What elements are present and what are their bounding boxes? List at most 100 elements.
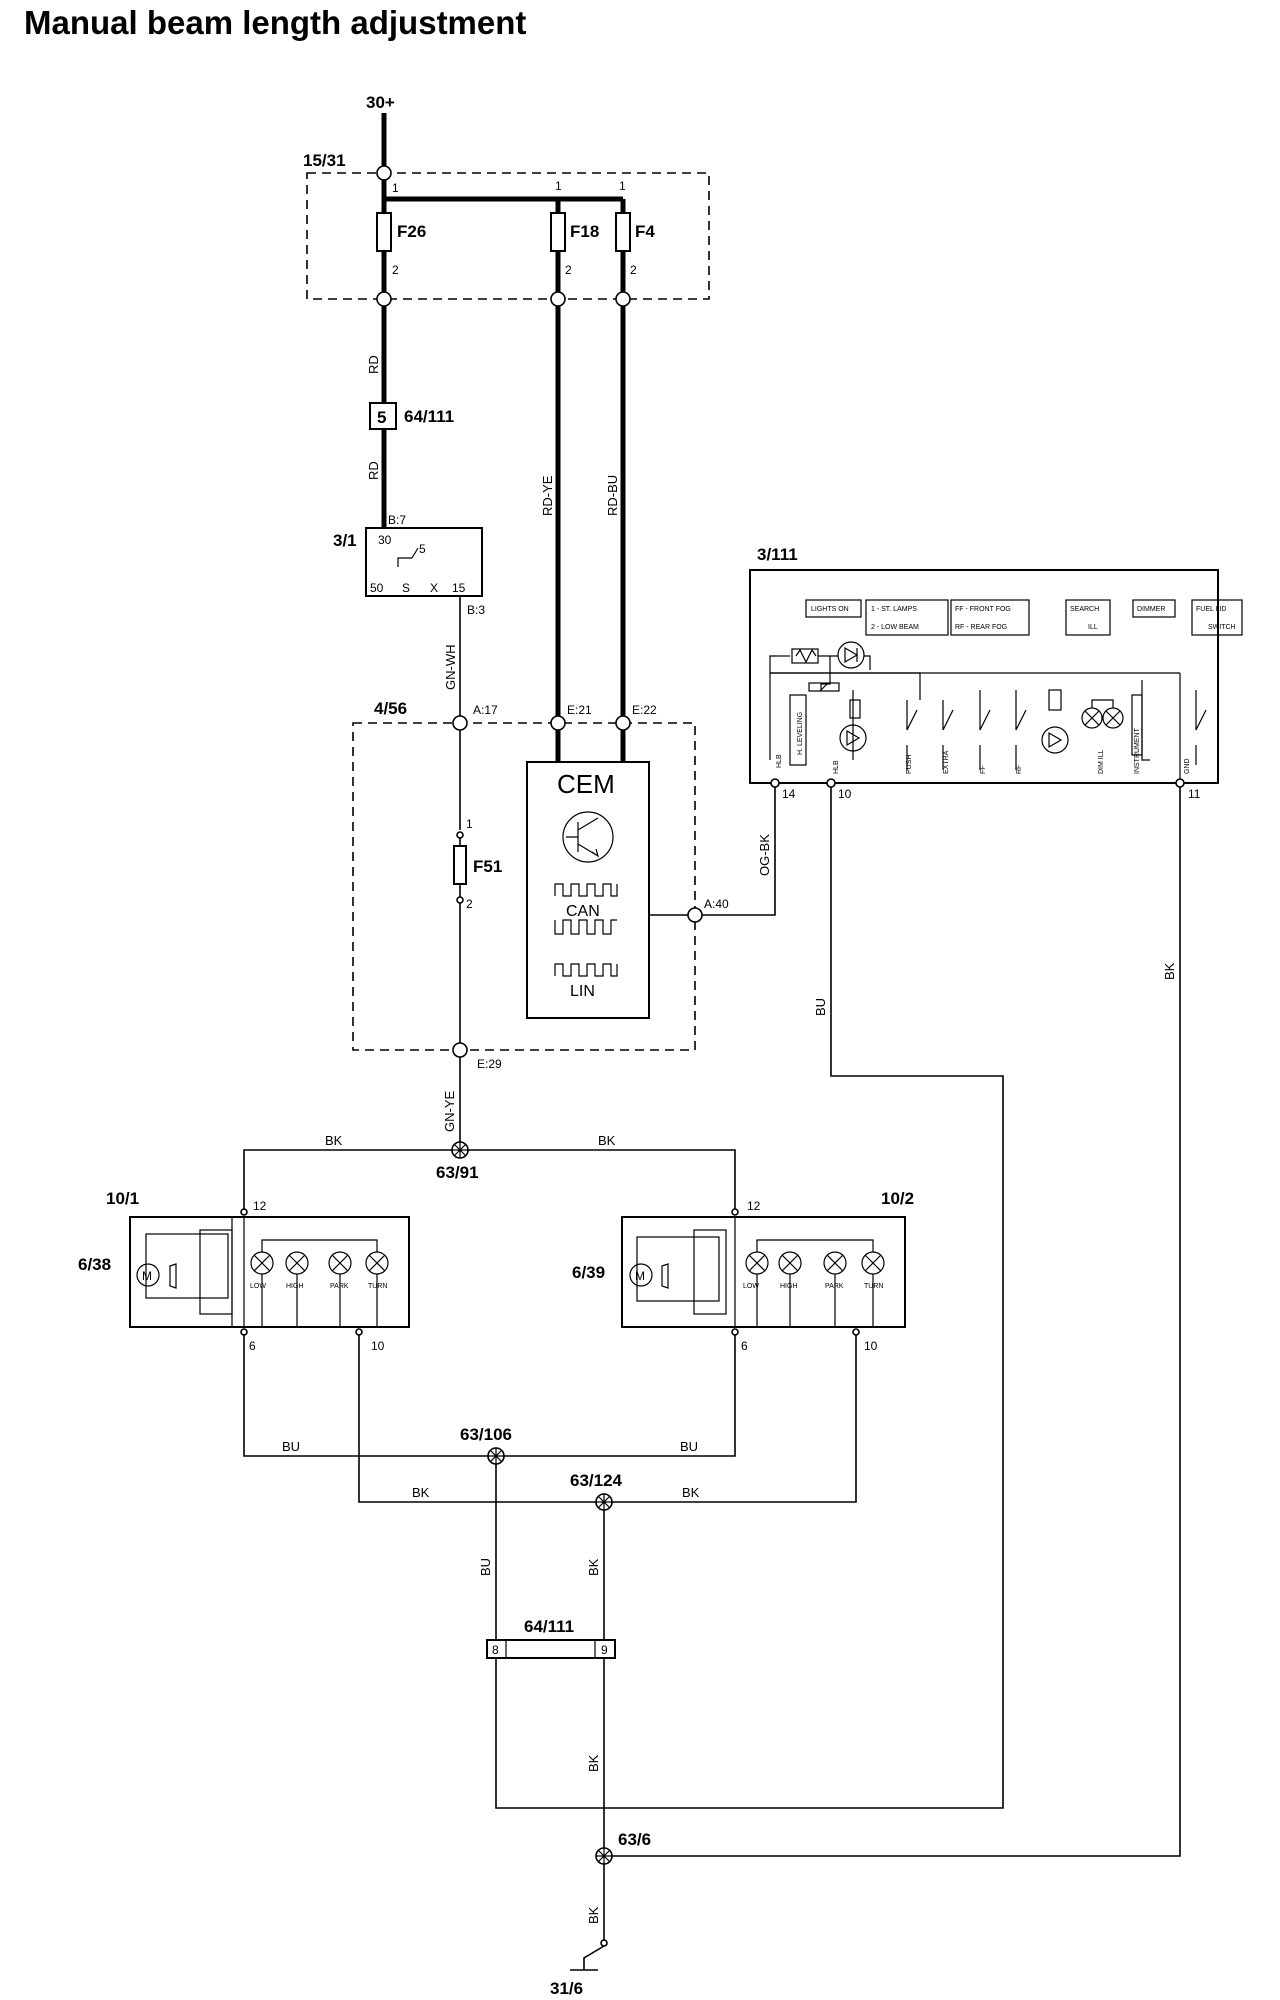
splice-63-91-label: 63/91 xyxy=(436,1163,479,1182)
splice-63-124-label: 63/124 xyxy=(570,1471,623,1490)
cem-node-e21 xyxy=(550,715,566,731)
pin-label: 9 xyxy=(601,1643,608,1657)
hl-left-pin10 xyxy=(355,1328,363,1336)
wire-label-rd-bu: RD-BU xyxy=(605,475,620,516)
cem-lin-label: LIN xyxy=(570,983,595,1000)
fusebox-input-node xyxy=(376,165,392,181)
fusebox-label: 15/31 xyxy=(303,151,346,170)
wire-label-rd-1: RD xyxy=(366,355,381,374)
connector-pin-label: 5 xyxy=(377,408,386,427)
pin-label: 14 xyxy=(782,787,796,801)
sw-modes-box xyxy=(865,599,949,636)
wire-label-rd-2: RD xyxy=(366,461,381,480)
splice-63-6-label: 63/6 xyxy=(618,1830,651,1849)
sw-pin-text: HLB xyxy=(776,754,783,768)
hl-right-lamps xyxy=(745,1239,885,1327)
sw-pin-text: DIM ILL xyxy=(1098,749,1105,774)
sw-lamp-icon xyxy=(839,724,867,752)
pin-label: A:40 xyxy=(704,897,729,911)
cem-node-e29 xyxy=(452,1042,468,1058)
motor-right-m: M xyxy=(635,1269,645,1283)
wire-label-gn-wh: GN-WH xyxy=(443,645,458,691)
cem-module-boundary xyxy=(352,722,696,1051)
pin-label: 11 xyxy=(1188,787,1201,801)
wire-label-bk-to-ground: BK xyxy=(586,1754,601,1772)
fusebox-boundary xyxy=(306,172,710,300)
hl-right-lamp-turn: TURN xyxy=(864,1283,883,1290)
fuse-f51-label: F51 xyxy=(473,857,502,876)
hl-left-lamps xyxy=(250,1239,389,1327)
sw-fuel-text: FUEL LID xyxy=(1196,606,1226,613)
pin-label: 8 xyxy=(492,1643,499,1657)
sw-fuel-box xyxy=(1191,599,1243,636)
hl-left-lamp-low: LOW xyxy=(250,1283,266,1290)
fuse-f51-symbol xyxy=(453,845,467,885)
sw-contacts xyxy=(906,690,1027,770)
cem-can-waveform-top xyxy=(554,883,618,897)
pin-label: 10 xyxy=(864,1339,878,1353)
headlamp-left-label: 10/1 xyxy=(106,1189,139,1208)
cem-can-waveform-bottom xyxy=(554,919,617,935)
hl-right-pin10 xyxy=(852,1328,860,1336)
pin-label: 6 xyxy=(249,1339,256,1353)
hl-left-pin6 xyxy=(240,1328,248,1336)
wire-label-bk-switch: BK xyxy=(1162,962,1177,980)
fuse-f18-symbol xyxy=(550,212,566,252)
cem-lin-waveform xyxy=(554,963,618,977)
hl-left-lamp-high: HIGH xyxy=(286,1283,304,1290)
fuse-f51-pin1 xyxy=(456,831,464,839)
connector-bottom-box xyxy=(486,1639,616,1659)
pin-label: 50 xyxy=(370,581,384,595)
sw-switch-text: SWITCH xyxy=(1208,624,1236,631)
cem-transistor-icon xyxy=(562,811,614,863)
sw-leveling-pot xyxy=(808,682,840,692)
pin-label: B:3 xyxy=(467,603,485,617)
fusebox-out-node-f26 xyxy=(376,291,392,307)
cem-label: CEM xyxy=(557,769,615,799)
hl-right-pin12 xyxy=(731,1208,739,1216)
ignition-contact-symbol xyxy=(397,557,412,567)
pin-label: 1 xyxy=(392,181,399,195)
power-label-30plus: 30+ xyxy=(366,93,395,112)
wire-label-bu-left: BU xyxy=(282,1439,300,1454)
sw-dimmer-box xyxy=(1132,599,1176,618)
splice-63-124-symbol xyxy=(595,1493,613,1511)
sw-inner-wire xyxy=(769,655,775,760)
connector-top-label: 64/111 xyxy=(404,407,454,426)
pin-label: 2 xyxy=(392,263,399,277)
pin-label: S xyxy=(402,581,410,595)
hl-right-lamp-high: HIGH xyxy=(780,1283,798,1290)
pin-label: A:17 xyxy=(473,703,498,717)
ignition-switch-label: 3/1 xyxy=(333,531,357,550)
wire-label-bu-switch: BU xyxy=(813,998,828,1016)
wire-label-bk-right: BK xyxy=(598,1133,616,1148)
hl-right-motor-frame xyxy=(636,1236,720,1302)
sw-leveling-box xyxy=(789,694,807,766)
sw-modes-text-a: 1 - ST. LAMPS xyxy=(871,606,917,613)
cem-box xyxy=(526,761,650,1019)
pin-label: E:29 xyxy=(477,1057,502,1071)
fuse-f51-pin2 xyxy=(456,896,464,904)
sw-pin-11 xyxy=(1175,778,1185,788)
fuse-f26-label: F26 xyxy=(397,222,426,241)
sw-lights-on-text: LIGHTS ON xyxy=(811,606,849,613)
fuse-f4-symbol xyxy=(615,212,631,252)
sw-pin-text: EXTRA xyxy=(943,750,950,774)
cem-node-e22 xyxy=(615,715,631,731)
headlamp-right-label: 10/2 xyxy=(881,1189,914,1208)
motor-right-icon xyxy=(629,1263,653,1287)
wire-label-gn-ye: GN-YE xyxy=(442,1091,457,1133)
pin-label: 12 xyxy=(747,1199,761,1213)
pin-label: 30 xyxy=(378,533,392,547)
hl-left-lamp-park: PARK xyxy=(330,1283,349,1290)
motor-left-label: 6/38 xyxy=(78,1255,111,1274)
sw-leveling-text: H. LEVELING xyxy=(797,712,804,755)
wire-bu-switch xyxy=(495,787,1004,1809)
splice-63-6-symbol xyxy=(595,1847,613,1865)
sw-fuel-contact xyxy=(1195,690,1207,765)
cem-module-label: 4/56 xyxy=(374,699,407,718)
wire-label-bk-vertical: BK xyxy=(586,1558,601,1576)
cem-node-a17 xyxy=(452,715,468,731)
sw-lights-on-box xyxy=(805,599,862,618)
